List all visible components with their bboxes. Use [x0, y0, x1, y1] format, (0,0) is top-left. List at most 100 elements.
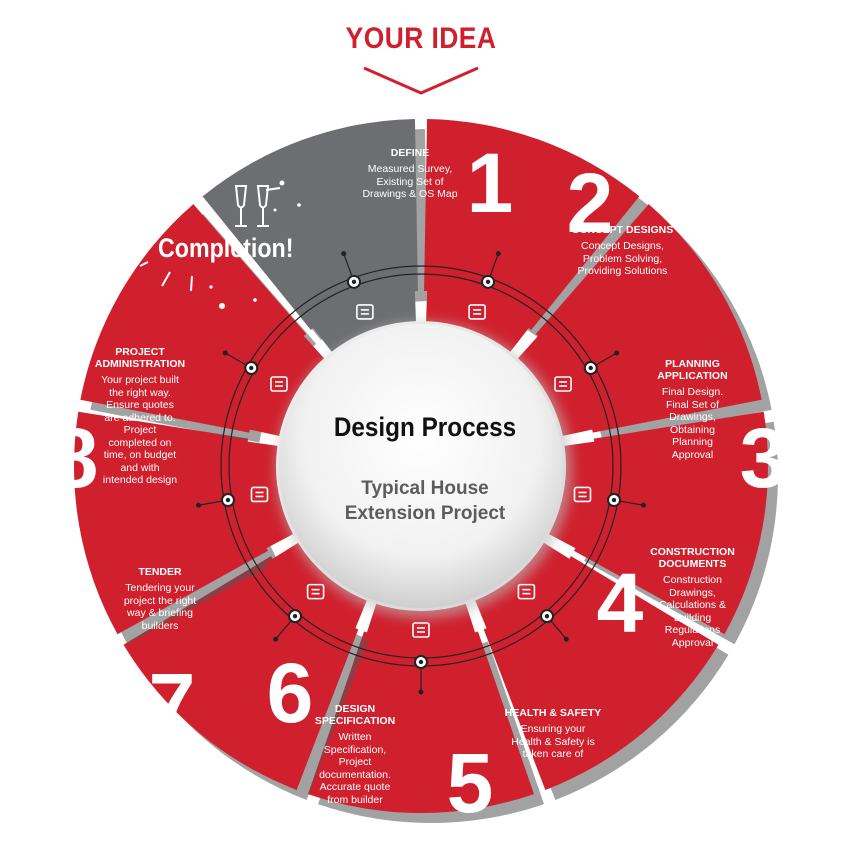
step-description-line: Tendering your: [125, 582, 195, 594]
step-description-line: Drawings,: [669, 411, 716, 423]
step-title-line: ADMINISTRATION: [94, 358, 186, 370]
step-5-number: 5: [447, 736, 494, 830]
timeline-node-dot: [225, 497, 231, 503]
step-description-line: Measured Survey,: [367, 163, 453, 175]
step-description-line: Building: [673, 611, 712, 624]
step-description-line: Approval: [671, 448, 714, 461]
step-7-segment: [74, 411, 268, 635]
connector-arrow: [495, 251, 501, 257]
step-description-line: Construction: [663, 574, 722, 586]
down-chevron-icon: [363, 66, 479, 95]
completion-inner-segment: [308, 284, 416, 352]
step-description-line: Ensure quotes: [106, 399, 174, 411]
step-title-line: PLANNING: [665, 358, 720, 370]
timeline-node-dot: [544, 613, 550, 619]
step-3-inner-segment: [549, 440, 603, 552]
step-2-number: 2: [567, 156, 614, 250]
center-title: Design Process: [333, 412, 517, 442]
calendar-icon: [270, 376, 288, 392]
step-4-inner-segment: [475, 542, 576, 635]
step-title-line: APPLICATION: [657, 370, 728, 382]
connector-arrow: [614, 350, 620, 356]
step-description-line: Calculations &: [658, 599, 727, 611]
step-8-inner-segment: [242, 330, 324, 436]
connector-arrow: [195, 502, 201, 508]
step-title-line: CONSTRUCTION: [650, 546, 735, 558]
connector-arrow: [341, 251, 347, 257]
step-description-line: Drawings,: [669, 586, 716, 599]
step-description-line: taken care of: [522, 748, 584, 760]
step-title-line: TENDER: [138, 566, 182, 578]
builder-icon: [412, 622, 430, 638]
timeline-node-dot: [249, 365, 254, 371]
connector-arrow: [273, 636, 279, 642]
step-6-number: 6: [267, 646, 314, 740]
connector-arrow: [222, 350, 228, 356]
step-description-line: completed on: [108, 436, 172, 449]
timeline-node-dot: [611, 497, 617, 503]
step-description-line: Project: [123, 424, 157, 436]
step-title-line: SPECIFICATION: [314, 715, 396, 727]
step-description-line: and with: [120, 461, 160, 474]
step-description-line: from builder: [327, 793, 383, 806]
center-subtitle-line2: Extension Project: [344, 503, 506, 524]
step-title-line: HEALTH & SAFETY: [504, 707, 602, 719]
step-4-number: 4: [597, 556, 644, 650]
center-disc: [279, 324, 563, 608]
step-description-line: builders: [141, 619, 179, 632]
step-description-line: project the right: [123, 594, 197, 607]
step-title-line: DOCUMENTS: [658, 558, 727, 570]
step-description-line: Final Design.: [661, 386, 724, 398]
step-title: DEFINE: [345, 147, 475, 159]
connector-arrow: [418, 689, 424, 695]
tape-measure-icon: [468, 304, 486, 320]
step-7-inner-segment: [239, 440, 293, 552]
step-3-segment: [574, 411, 768, 635]
step-description-line: Accurate quote: [319, 781, 391, 793]
step-8-number: 8: [52, 411, 99, 505]
timeline-node-dot: [418, 659, 424, 665]
step-description-line: documentation.: [319, 768, 391, 781]
step-description-line: Ensuring your: [520, 723, 586, 735]
step-description-line: Obtaining: [670, 423, 715, 436]
completion-label: Completion!: [158, 233, 294, 263]
step-description-line: Problem Solving,: [582, 252, 663, 265]
monitor-icon: [306, 583, 325, 600]
connector-arrow: [563, 636, 569, 642]
step-1-inner-segment: [426, 284, 534, 352]
step-description-line: the right way.: [109, 386, 171, 399]
step-description-line: Providing Solutions: [577, 265, 668, 277]
step-description-line: Specification,: [323, 743, 387, 756]
step-title-line: DEFINE: [390, 147, 430, 159]
step-3-number: 3: [740, 411, 787, 505]
step-2-segment: [535, 204, 762, 433]
step-description-line: Drawings & OS Map: [362, 188, 458, 200]
champagne-icon: [234, 185, 270, 227]
step-title-line: PROJECT: [115, 346, 165, 358]
checklist-icon: [573, 486, 592, 503]
step-description-line: way & briefing: [127, 607, 193, 619]
gear-icon: [250, 486, 269, 503]
step-description-line: Existing Set of: [376, 175, 444, 188]
step-5-segment: [308, 631, 534, 814]
step-title: HEALTH & SAFETY: [488, 707, 618, 719]
step-2-inner-segment: [518, 330, 600, 436]
step-description-line: Approval: [671, 636, 714, 649]
step-6-inner-segment: [266, 542, 367, 635]
